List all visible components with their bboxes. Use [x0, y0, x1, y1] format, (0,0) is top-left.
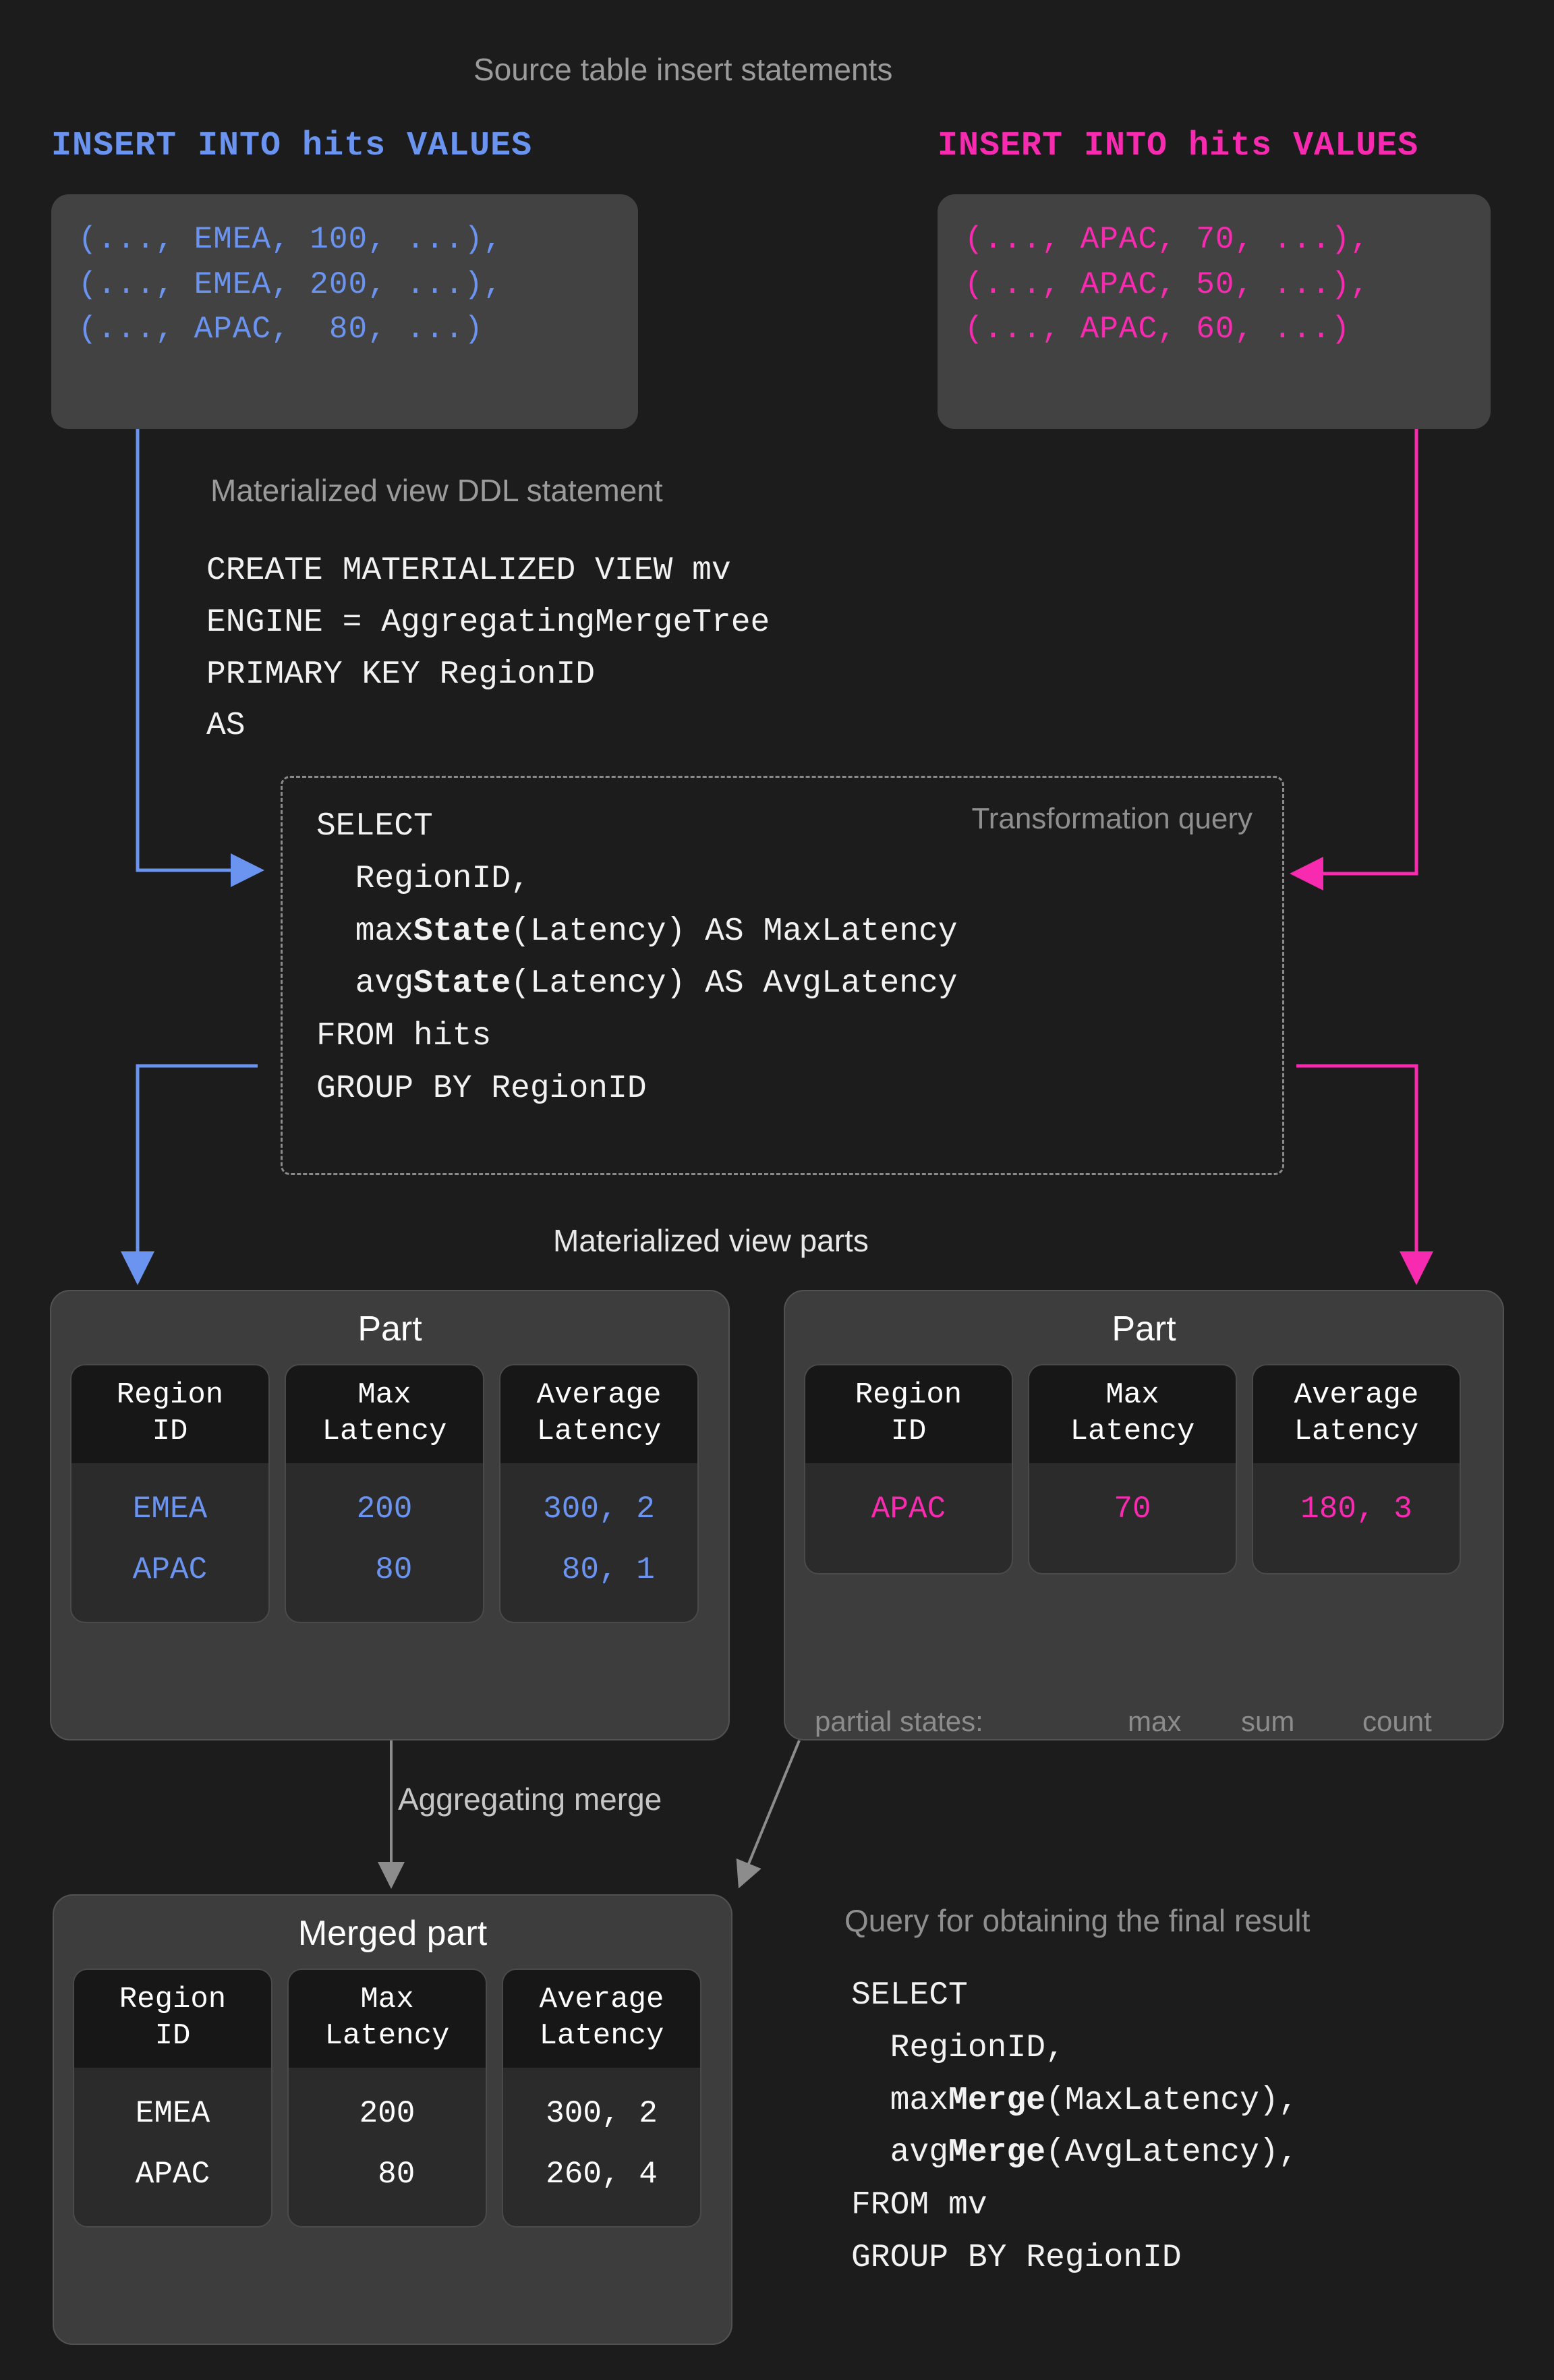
part-2-columns: Region ID APAC Max Latency 70 Average La… [785, 1349, 1503, 1575]
column-header: Max Latency [286, 1365, 483, 1464]
column-header: Average Latency [503, 1970, 700, 2068]
column-header: Max Latency [289, 1970, 486, 2068]
maxstate-prefix: max [316, 913, 414, 950]
insert-row: (..., APAC, 80, ...) [78, 312, 484, 347]
column-values: EMEA APAC [132, 1492, 208, 1588]
connector-query-to-part2 [1296, 1064, 1433, 1285]
merged-part-title: Merged part [297, 1914, 488, 1953]
final-line-avgmerge: avgMerge(AvgLatency), [851, 2127, 1298, 2180]
ddl-line: CREATE MATERIALIZED VIEW mv [206, 552, 731, 589]
part-card-2: Part Region ID APAC Max Latency 70 Avera… [784, 1290, 1504, 1740]
final-line-maxmerge: maxMerge(MaxLatency), [851, 2075, 1298, 2128]
query-line-select: SELECT [316, 808, 433, 845]
column-values: APAC [871, 1492, 946, 1527]
maxmerge-keyword: Merge [948, 2082, 1046, 2119]
heading-mv-ddl: Materialized view DDL statement [210, 473, 663, 508]
partial-state-count: count [1362, 1705, 1432, 1737]
heading-mv-parts: Materialized view parts [553, 1223, 869, 1258]
insert-statement-2-header: INSERT INTO hits VALUES [938, 127, 1419, 165]
column-values: 200 80 [359, 2096, 415, 2192]
final-query-block: SELECT RegionID, maxMerge(MaxLatency), a… [851, 1970, 1298, 2285]
column-values: 300, 2 80, 1 [543, 1492, 655, 1588]
avgmerge-keyword: Merge [948, 2134, 1046, 2172]
ddl-line: ENGINE = AggregatingMergeTree [206, 604, 770, 641]
merged-part-card: Merged part Region ID EMEA APAC Max Late… [53, 1894, 732, 2345]
column-values: 180, 3 [1300, 1492, 1412, 1527]
ddl-line: AS [206, 708, 246, 745]
part-1-title: Part [357, 1309, 422, 1349]
final-line-groupby: GROUP BY RegionID [851, 2239, 1182, 2276]
column-average-latency: Average Latency 300, 2 260, 4 [502, 1968, 701, 2228]
column-values: EMEA APAC [135, 2096, 210, 2192]
column-header: Average Latency [500, 1365, 697, 1464]
maxstate-keyword: State [413, 913, 511, 950]
part-1-columns: Region ID EMEA APAC Max Latency 200 80 A… [51, 1349, 728, 1623]
part-card-1: Part Region ID EMEA APAC Max Latency 200… [50, 1290, 730, 1740]
query-line-from: FROM hits [316, 1018, 492, 1054]
heading-final-query: Query for obtaining the final result [844, 1903, 1311, 1938]
column-max-latency: Max Latency 200 80 [285, 1364, 484, 1623]
column-values: 200 80 [356, 1492, 413, 1588]
column-average-latency: Average Latency 180, 3 [1252, 1364, 1461, 1575]
column-header: Average Latency [1253, 1365, 1460, 1464]
insert-statement-2-box: (..., APAC, 70, ...), (..., APAC, 50, ..… [938, 194, 1491, 429]
query-line-regionid: RegionID, [316, 860, 530, 897]
column-region-id: Region ID APAC [804, 1364, 1013, 1575]
aggregating-merge-label: Aggregating merge [398, 1782, 662, 1817]
avgstate-prefix: avg [316, 965, 414, 1002]
transformation-query-box: Transformation query SELECT RegionID, ma… [281, 776, 1284, 1175]
column-values: 70 [1114, 1492, 1151, 1527]
final-line-regionid: RegionID, [851, 2029, 1065, 2066]
transformation-query-label: Transformation query [971, 802, 1253, 835]
connector-insert2-to-query [1290, 429, 1418, 890]
connector-query-to-part1 [121, 1064, 258, 1285]
column-average-latency: Average Latency 300, 2 80, 1 [499, 1364, 699, 1623]
insert-row: (..., APAC, 50, ...), [965, 266, 1370, 302]
final-line-select: SELECT [851, 1977, 968, 2014]
heading-source-inserts: Source table insert statements [473, 52, 893, 87]
column-values: 300, 2 260, 4 [546, 2096, 658, 2192]
ddl-line: PRIMARY KEY RegionID [206, 656, 596, 693]
connector-part2-to-merged [736, 1740, 801, 1889]
column-region-id: Region ID EMEA APAC [73, 1968, 272, 2228]
insert-row: (..., EMEA, 200, ...), [78, 266, 503, 302]
insert-row: (..., EMEA, 100, ...), [78, 222, 503, 257]
column-header: Region ID [805, 1365, 1012, 1464]
insert-statement-1-box: (..., EMEA, 100, ...), (..., EMEA, 200, … [51, 194, 638, 429]
column-header: Region ID [71, 1365, 268, 1464]
insert-statement-1-header: INSERT INTO hits VALUES [51, 127, 533, 165]
column-header: Region ID [74, 1970, 271, 2068]
partial-state-max: max [1128, 1705, 1182, 1737]
partial-state-sum: sum [1241, 1705, 1295, 1737]
avgstate-suffix: (Latency) AS AvgLatency [511, 965, 958, 1002]
merged-part-columns: Region ID EMEA APAC Max Latency 200 80 A… [54, 1954, 731, 2228]
avgmerge-suffix: (AvgLatency), [1045, 2134, 1298, 2172]
part-2-title: Part [1112, 1309, 1176, 1349]
maxmerge-prefix: max [851, 2082, 949, 2119]
maxmerge-suffix: (MaxLatency), [1045, 2082, 1298, 2119]
insert-row: (..., APAC, 60, ...) [965, 312, 1351, 347]
avgmerge-prefix: avg [851, 2134, 949, 2172]
partial-states-label: partial states: [815, 1705, 983, 1737]
query-line-avgstate: avgState(Latency) AS AvgLatency [316, 958, 1282, 1011]
column-max-latency: Max Latency 200 80 [287, 1968, 487, 2228]
column-header: Max Latency [1029, 1365, 1236, 1464]
column-region-id: Region ID EMEA APAC [70, 1364, 270, 1623]
column-max-latency: Max Latency 70 [1028, 1364, 1237, 1575]
query-line-groupby: GROUP BY RegionID [316, 1070, 647, 1107]
final-line-from: FROM mv [851, 2187, 987, 2223]
insert-row: (..., APAC, 70, ...), [965, 222, 1370, 257]
maxstate-suffix: (Latency) AS MaxLatency [511, 913, 958, 950]
avgstate-keyword: State [413, 965, 511, 1002]
query-line-maxstate: maxState(Latency) AS MaxLatency [316, 906, 1282, 959]
ddl-statement-block: CREATE MATERIALIZED VIEW mv ENGINE = Agg… [206, 545, 770, 752]
